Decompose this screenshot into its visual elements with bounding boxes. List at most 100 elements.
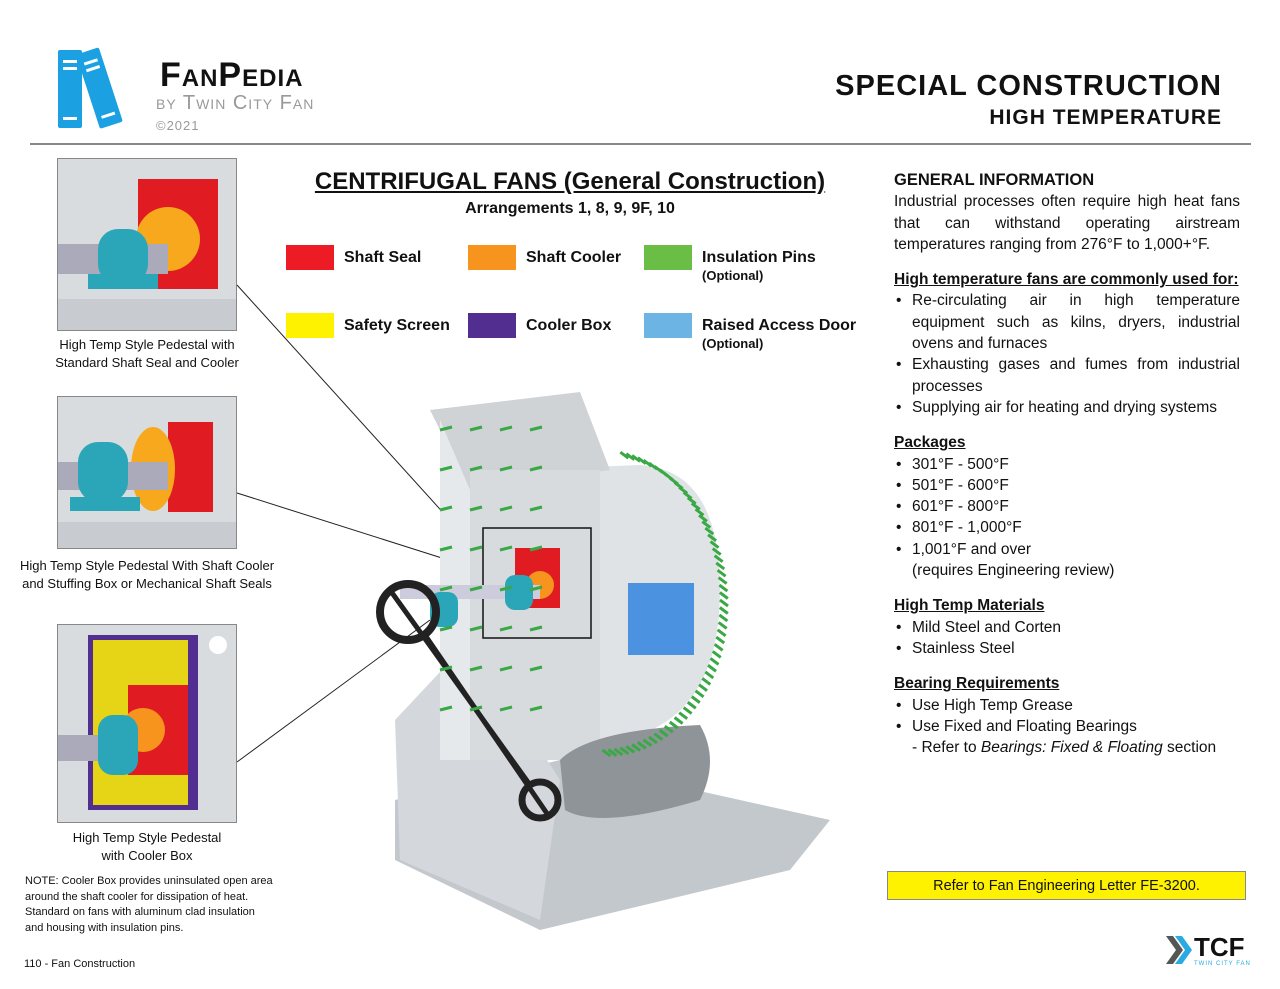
insulation-pin [499,585,513,592]
insulation-pin [469,625,483,632]
insulation-pin [613,747,624,757]
insulation-pin [701,677,712,686]
insulation-pin [704,526,715,536]
insulation-pin [690,502,701,511]
insulation-pin [499,665,513,672]
general-info-text: Industrial processes often require high … [894,193,1240,253]
insulation-pin [673,481,684,490]
insulation-pin [711,547,722,556]
insulation-pin [625,452,636,461]
svg-text:TCF: TCF [1194,932,1245,962]
engineering-letter-reference: Refer to Fan Engineering Letter FE-3200. [887,871,1246,900]
insulation-pin [701,520,712,529]
insulation-pin [439,585,453,592]
diagram-title: CENTRIFUGAL FANS (General Construction) [314,168,826,195]
insulation-pin [704,670,715,680]
insulation-pin [698,514,708,523]
insulation-pin [707,533,717,542]
insulation-pin [636,741,647,750]
svg-text:TWIN CITY FAN: TWIN CITY FAN [1194,961,1251,967]
insulation-pin [439,705,453,712]
insulation-pin [469,465,483,472]
insulation-pin [439,545,453,552]
thumbnail-pedestal-seal-cooler [57,158,237,331]
insulation-pin [711,650,722,659]
insulation-pin [499,465,513,472]
insulation-pin [642,738,653,748]
insulation-pin [718,591,729,600]
brand-name: FanPedia [160,56,304,94]
materials-heading: High Temp Materials [894,597,1045,615]
insulation-pin [663,472,674,481]
insulation-pin [439,665,453,672]
insulation-pin [715,561,726,571]
insulation-pin [439,465,453,472]
fanpedia-logo-icon [58,47,123,129]
legend-shaft-cooler: Shaft Cooler [468,245,644,285]
insulation-pin [694,508,705,517]
insulation-pin [439,625,453,632]
insulation-pin [625,745,636,754]
insulation-pin [619,450,630,460]
general-info-heading: GENERAL INFORMATION [894,171,1095,189]
copyright: ©2021 [156,118,200,133]
insulation-pin [601,748,612,758]
thumbnail-caption: High Temp Style Pedestal With Shaft Cool… [19,558,275,591]
page-subtitle: HIGH TEMPERATURE [989,106,1222,129]
uses-list: Re-circulating air in high temperature e… [894,290,1240,418]
materials-list: Mild Steel and CortenStainless Steel [894,617,1240,660]
insulation-pin [718,606,729,615]
insulation-pin [663,725,674,734]
insulation-pin [653,465,664,474]
insulation-pin [648,735,658,745]
insulation-pin [658,468,669,478]
color-legend: Shaft Seal Shaft Cooler Insulation Pins(… [286,245,866,353]
insulation-pin [713,643,724,652]
thumbnail-pedestal-cooler-box [57,624,237,823]
insulation-pin [529,665,543,672]
insulation-pin [529,425,543,432]
insulation-pin [607,748,618,757]
header-divider [30,143,1251,145]
insulation-pin [690,695,701,704]
insulation-pin [709,540,720,549]
insulation-pin [499,505,513,512]
insulation-pin [682,706,693,715]
insulation-pin [718,613,729,623]
insulation-pin [439,505,453,512]
insulation-pin [499,625,513,632]
insulation-pin [709,657,720,666]
insulation-pin [439,425,453,432]
bearings-heading: Bearing Requirements [894,675,1060,693]
insulation-pin [716,628,727,638]
insulation-pin [678,711,689,720]
page-title: SPECIAL CONSTRUCTION [835,70,1222,102]
legend-shaft-seal: Shaft Seal [286,245,468,285]
insulation-pin [713,554,724,563]
legend-safety-screen: Safety Screen [286,313,468,353]
insulation-pin [636,456,647,465]
insulation-pin [694,689,705,698]
insulation-pin [529,505,543,512]
insulation-pin [668,720,679,730]
bearings-reference: - Refer to Bearings: Fixed & Floating se… [912,739,1217,757]
insulation-pin [469,705,483,712]
thumbnail-pedestal-stuffing-box [57,396,237,549]
insulation-pin [469,665,483,672]
insulation-pin [678,486,689,495]
insulation-pin [717,576,728,585]
insulation-pin [686,496,697,505]
insulation-pin [673,716,684,725]
insulation-pin [716,568,727,578]
insulation-pin [469,545,483,552]
insulation-pin [529,705,543,712]
insulation-pin [529,585,543,592]
insulation-pin [648,461,658,471]
insulation-pin [499,425,513,432]
insulation-pin [642,458,653,468]
insulation-pin [698,683,708,692]
insulation-pin [469,585,483,592]
